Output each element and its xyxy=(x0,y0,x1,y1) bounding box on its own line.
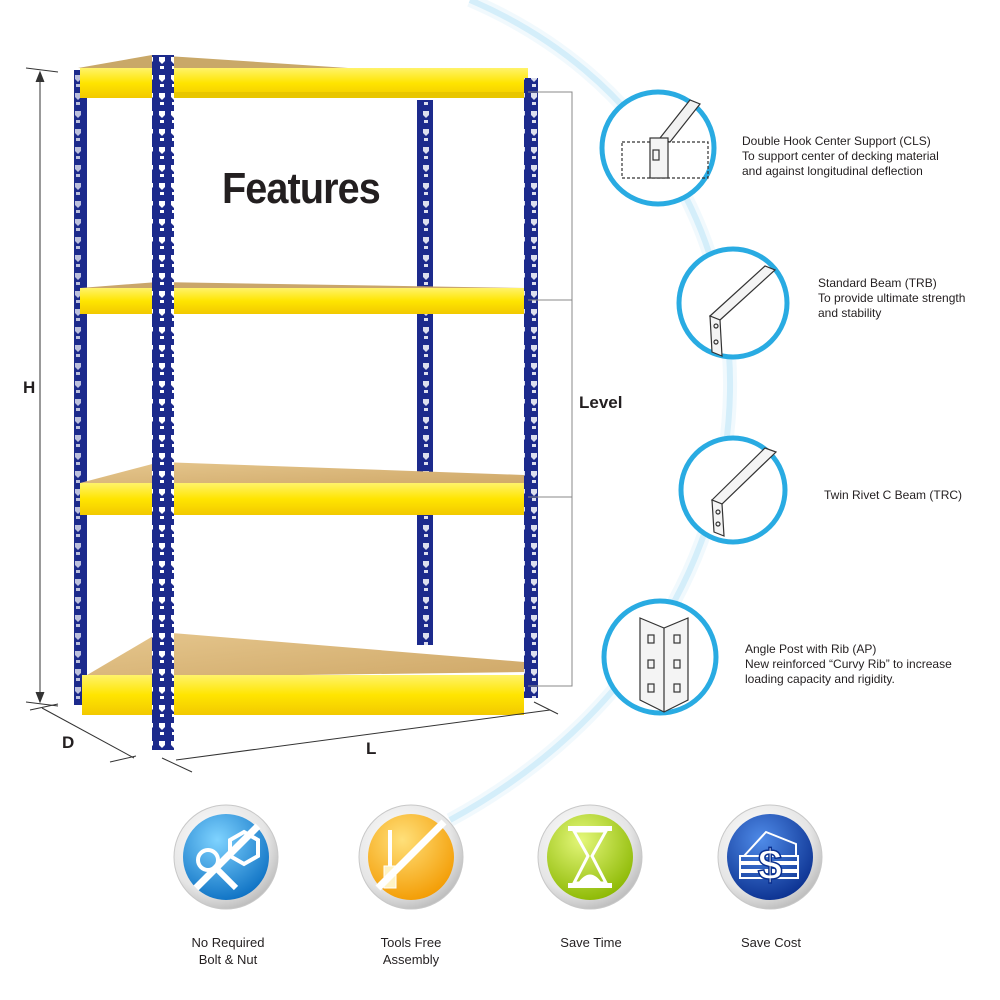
double-hook-center-support-icon xyxy=(599,89,717,207)
benefit-no-bolt-nut: No Required Bolt & Nut xyxy=(158,934,298,968)
benefit-tools-free: Tools Free Assembly xyxy=(341,934,481,968)
second-shelf-beam xyxy=(80,288,526,314)
benefit-label-line: Tools Free xyxy=(380,935,442,950)
benefit-label-line: Save Time xyxy=(560,935,622,950)
feature-desc-line: To support center of decking material xyxy=(742,149,939,163)
benefit-label-line: Save Cost xyxy=(741,935,801,950)
depth-dimension-line xyxy=(29,703,137,763)
feature-twin-rivet-c-beam: Twin Rivet C Beam (TRC) xyxy=(824,488,962,503)
height-label: H xyxy=(23,378,36,397)
benefit-label-line: Assembly xyxy=(382,952,440,967)
feature-angle-post-with-rib: Angle Post with Rib (AP) New reinforced … xyxy=(745,642,952,687)
screwdriver-crossed-icon xyxy=(358,804,464,910)
feature-double-hook-center-support: Double Hook Center Support (CLS) To supp… xyxy=(742,134,939,179)
level-label: Level xyxy=(579,393,623,412)
length-dimension-line xyxy=(161,701,559,773)
benefit-label-line: No Required xyxy=(191,935,265,950)
feature-title: Angle Post with Rib (AP) xyxy=(745,642,877,656)
feature-standard-beam: Standard Beam (TRB) To provide ultimate … xyxy=(818,276,965,321)
bottom-shelf-beam xyxy=(82,675,524,715)
feature-desc-line: and against longitudinal deflection xyxy=(742,164,923,178)
height-dimension-line xyxy=(25,67,59,707)
standard-beam-icon xyxy=(676,246,790,360)
third-shelf-beam xyxy=(80,483,524,515)
no-bolt-nut-icon xyxy=(173,804,279,910)
feature-desc-line: and stability xyxy=(818,306,882,320)
feature-title: Standard Beam (TRB) xyxy=(818,276,937,290)
dollar-icon: $ xyxy=(717,804,823,910)
hourglass-icon xyxy=(537,804,643,910)
feature-desc-line: loading capacity and rigidity. xyxy=(745,672,895,686)
svg-text:$: $ xyxy=(758,841,782,890)
angle-post-with-rib-icon xyxy=(601,598,719,716)
level-bracket xyxy=(528,91,573,687)
length-label: L xyxy=(366,739,377,758)
benefit-label-line: Bolt & Nut xyxy=(198,952,258,967)
feature-title: Double Hook Center Support (CLS) xyxy=(742,134,931,148)
feature-desc-line: To provide ultimate strength xyxy=(818,291,966,305)
benefit-save-time: Save Time xyxy=(521,934,661,951)
feature-desc-line: New reinforced “Curvy Rib” to increase xyxy=(745,657,952,671)
feature-title: Twin Rivet C Beam (TRC) xyxy=(824,488,963,502)
depth-label: D xyxy=(62,733,75,752)
page-title: Features xyxy=(222,164,381,213)
twin-rivet-c-beam-icon xyxy=(678,435,788,545)
benefit-save-cost: Save Cost xyxy=(701,934,841,951)
